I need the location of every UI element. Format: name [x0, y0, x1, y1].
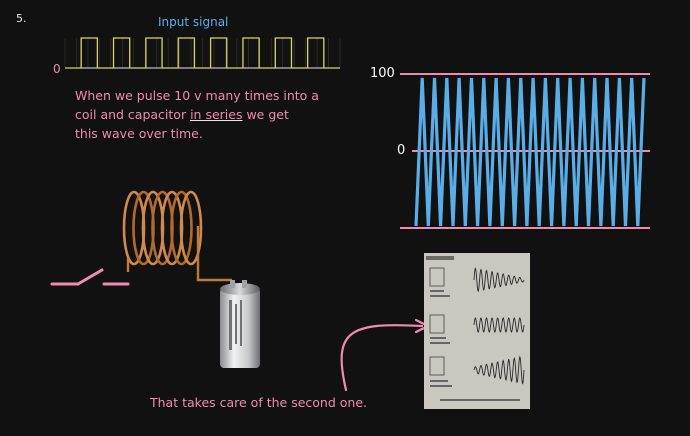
input-chart-grid: [64, 38, 341, 68]
input-signal-line: [65, 37, 340, 69]
output-chart-label-zero: 0: [397, 143, 406, 158]
coil-turn: [179, 190, 203, 266]
figure-growing-wave: [473, 355, 525, 385]
circuit-photo: [50, 190, 260, 368]
output-wave-chart: [400, 73, 650, 229]
caption-text: That takes care of the second one.: [150, 395, 367, 410]
figure-header-mark: [426, 256, 454, 260]
capacitor-terminal-right: [242, 280, 247, 288]
capacitor-terminal-left: [230, 280, 235, 288]
switch-lever: [76, 268, 104, 286]
input-signal-chart: [64, 37, 341, 69]
capacitor-label-marks: [229, 300, 242, 350]
explanation-note: When we pulse 10 v many times into a coi…: [75, 86, 345, 143]
textbook-figure-image: [424, 253, 530, 409]
coil-lead-right: [196, 226, 232, 282]
output-chart-label-100: 100: [370, 66, 395, 81]
capacitor-top: [220, 283, 260, 295]
note-underlined: in series: [190, 107, 243, 122]
output-wave-line: [414, 77, 646, 227]
slide-number: 5.: [16, 12, 27, 25]
figure-small-text: [430, 290, 520, 401]
coil-icon: [122, 190, 203, 266]
coil-turn: [170, 190, 193, 266]
input-chart-zero-label: 0: [53, 62, 61, 76]
input-signal-title: Input signal: [158, 15, 229, 29]
pointer-arrow: [340, 324, 424, 392]
note-text-before: When we pulse 10 v many times into a coi…: [75, 88, 319, 122]
figure-schematics: [429, 267, 445, 376]
note-text-after: we get this wave over time.: [75, 107, 289, 141]
figure-decaying-wave: [473, 267, 525, 293]
figure-steady-wave: [473, 317, 525, 333]
